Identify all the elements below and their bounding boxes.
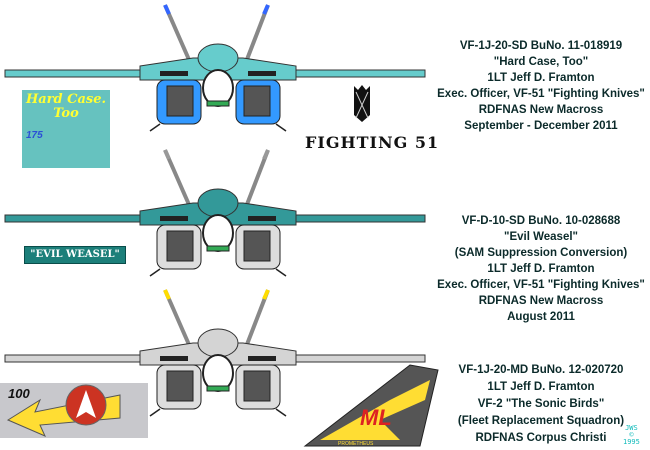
sensor [206,245,230,252]
caption-line: (SAM Suppression Conversion) [454,247,628,259]
caption-line: VF-2 "The Sonic Birds" [477,398,605,410]
landing-gear [275,268,287,277]
vent [160,71,188,76]
caption-line: RDFNAS New Macross [478,295,604,307]
intake [243,370,271,402]
vent [160,356,188,361]
vent [248,216,276,221]
nose-art-hard-case: Hard Case.Too 175 [22,90,110,168]
canopy [197,188,239,218]
tail-tip [262,289,270,300]
kill-count: 175 [26,130,43,141]
caption-line: RDFNAS New Macross [478,104,604,116]
caption-line: Exec. Officer, VF-51 "Fighting Knives" [437,279,645,291]
tail-tip [163,289,171,300]
evil-weasel-badge: "EVIL WEASEL" [24,246,126,264]
sensor [206,100,230,107]
tail-letters: ML [360,405,392,430]
tail-tip [163,149,171,160]
caption-line: RDFNAS Corpus Christi [475,432,607,444]
canopy [197,328,239,358]
caption-line: VF-1J-20-MD BuNo. 12-020720 [458,364,624,376]
caption-line: August 2011 [507,311,575,323]
tail-fin [244,289,270,348]
caption-line: "Evil Weasel" [504,231,578,243]
squadron-emblem-text: FIGHTING 51 [305,133,440,152]
caption-line: 1LT Jeff D. Framton [487,263,595,275]
signature-copyright: © [629,431,634,439]
landing-gear [275,123,287,132]
vent [248,356,276,361]
landing-gear [149,123,161,132]
tail-tip [163,4,171,15]
tail-art [303,364,439,447]
canopy [197,43,239,73]
knife-icon [355,91,369,119]
intake [243,85,271,117]
caption-line: (Fleet Replacement Squadron) [457,415,625,427]
caption-line: "Hard Case, Too" [493,56,589,68]
caption-line: Exec. Officer, VF-51 "Fighting Knives" [437,88,645,100]
tail-fin [163,149,192,208]
roundel-emblem [76,390,96,418]
caption-sonic-birds: VF-1J-20-MD BuNo. 12-020720 1LT Jeff D. … [426,362,650,447]
intake [166,370,194,402]
caption-line: September - December 2011 [464,120,618,132]
caption-line: 1LT Jeff D. Framton [487,381,595,393]
tail-fin [244,4,270,63]
tail-stripe [320,380,430,440]
modex-number: 100 [8,386,30,401]
signature-year: 1995 [623,438,640,446]
caption-hard-case-too: VF-1J-20-SD BuNo. 11-018919 "Hard Case, … [426,38,650,134]
signature-initials: JWS [625,424,638,432]
tail-fin [244,149,270,208]
vent [160,216,188,221]
caption-line: 1LT Jeff D. Framton [487,72,595,84]
intake [166,85,194,117]
caption-line: VF-D-10-SD BuNo. 10-028688 [461,215,621,227]
tail-fin [163,289,192,348]
artist-signature: JWS © 1995 [623,425,640,446]
landing-gear [275,408,287,417]
nose-art-title: Hard Case. [25,92,107,107]
landing-gear [149,408,161,417]
tail-tip [262,149,270,160]
nose-art-title: Too [53,106,79,121]
tail-tip [262,4,270,15]
caption-line: VF-1J-20-SD BuNo. 11-018919 [459,40,623,52]
tail-fin [163,4,192,63]
tail-name: PROMETHEUS [338,441,374,447]
intake [166,230,194,262]
landing-gear [149,268,161,277]
intake [243,230,271,262]
caption-evil-weasel: VF-D-10-SD BuNo. 10-028688 "Evil Weasel"… [426,213,650,325]
vent [248,71,276,76]
sensor [206,385,230,392]
